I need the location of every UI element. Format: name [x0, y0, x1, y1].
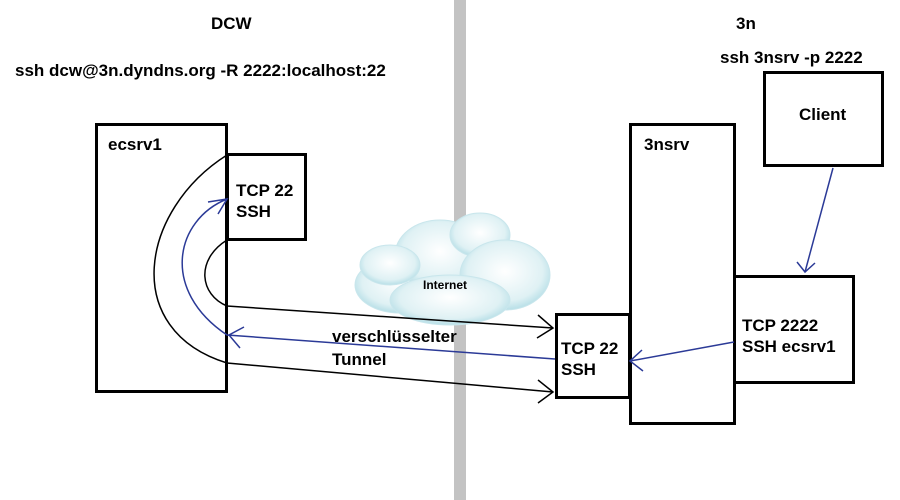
tunnel-label-line1: verschlüsselter: [332, 327, 457, 346]
client-to-2222-line: [804, 167, 834, 273]
3nsrv-port-22: TCP 22 SSH: [555, 313, 631, 399]
return-flow-arrowhead: [227, 326, 245, 349]
client-label: Client: [799, 105, 847, 124]
right-zone-title: 3n: [736, 14, 756, 33]
tunnel-outer-edge: [153, 154, 554, 393]
2222-to-22-line: [629, 341, 735, 362]
tunnel-arrowhead-bottom: [537, 379, 555, 404]
3nsrv-port-22-line1: TCP 22: [561, 339, 619, 358]
ecsrv1-port-arrowhead: [207, 198, 229, 215]
ecsrv1-port-22: TCP 22 SSH: [226, 153, 307, 241]
return-flow-line: [181, 198, 556, 360]
left-zone-title: DCW: [211, 14, 252, 33]
tunnel-label-line2: Tunnel: [332, 350, 387, 369]
3nsrv-port-2222-line1: TCP 2222: [742, 316, 819, 335]
internet-label: Internet: [423, 278, 468, 292]
ecsrv1-port-line2: SSH: [236, 202, 271, 221]
3nsrv-port-22-line2: SSH: [561, 360, 596, 379]
tunnel-arrowhead-top: [536, 314, 555, 339]
2222-to-22-arrowhead: [628, 349, 644, 372]
client-to-2222-arrowhead: [796, 261, 816, 274]
3nsrv-server: 3nsrv: [629, 123, 736, 425]
ecsrv1-label: ecsrv1: [108, 135, 162, 154]
3nsrv-label: 3nsrv: [644, 135, 690, 154]
ecsrv1-port-line1: TCP 22: [236, 181, 294, 200]
right-zone-command: ssh 3nsrv -p 2222: [720, 48, 863, 67]
left-zone-command: ssh dcw@3n.dyndns.org -R 2222:localhost:…: [15, 61, 386, 80]
ecsrv1-server: ecsrv1: [95, 123, 228, 393]
3nsrv-port-2222: TCP 2222 SSH ecsrv1: [733, 275, 855, 384]
3nsrv-port-2222-line2: SSH ecsrv1: [742, 337, 836, 356]
client-box: Client: [763, 71, 884, 167]
tunnel-inner-edge: [204, 239, 554, 329]
